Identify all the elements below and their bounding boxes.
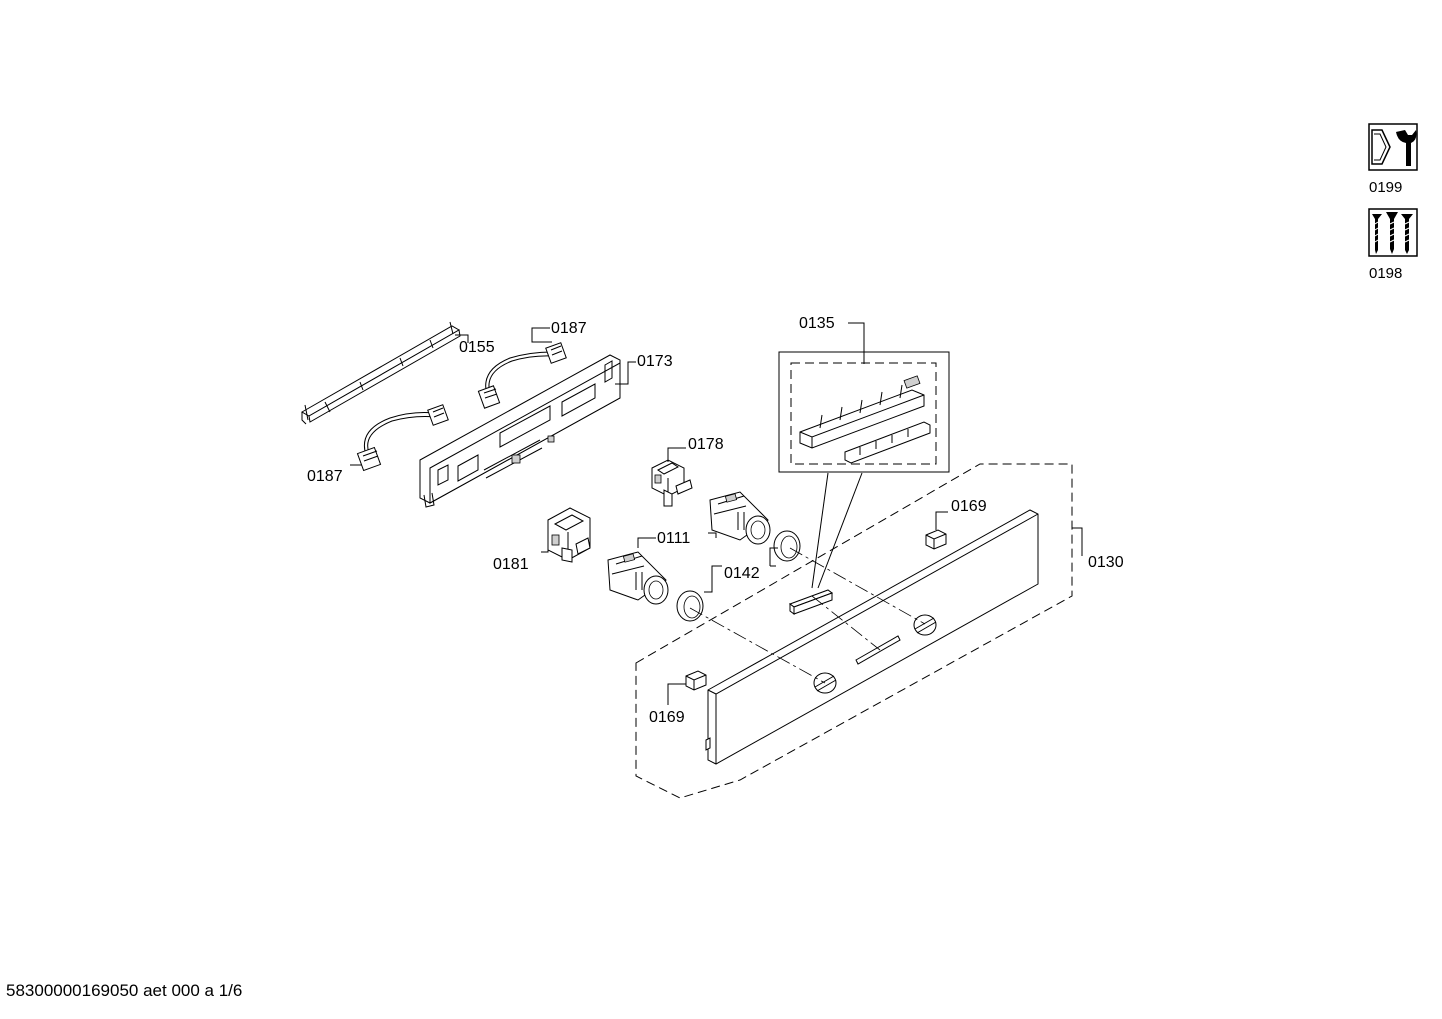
display-module	[799, 375, 931, 464]
part-label-0178: 0178	[688, 436, 724, 453]
screws-icon	[1368, 208, 1418, 257]
cable-harness-lower	[356, 404, 449, 472]
part-label-0181: 0181	[493, 556, 529, 573]
rotary-knob-upper	[709, 491, 771, 545]
part-label-0111: 0111	[657, 530, 690, 547]
part-label-0155: 0155	[459, 339, 495, 356]
wrench-icon-code: 0199	[1369, 179, 1402, 196]
wrench-icon	[1368, 123, 1418, 171]
switch-0181	[547, 507, 591, 563]
control-panel-assembly-outline	[635, 463, 1073, 799]
part-label-0169-bottom: 0169	[649, 709, 685, 726]
part-label-0169-top: 0169	[951, 498, 987, 515]
part-label-0142: 0142	[724, 565, 760, 582]
mounting-rail	[300, 321, 461, 425]
document-code: 58300000169050 aet 000 a 1/6	[6, 981, 243, 1000]
part-label-0187-bottom: 0187	[307, 468, 343, 485]
part-label-0135: 0135	[799, 315, 835, 332]
part-label-0130: 0130	[1088, 554, 1124, 571]
part-label-0187-top: 0187	[551, 320, 587, 337]
rotary-knob-lower	[607, 551, 669, 605]
knob-ring-upper	[773, 530, 801, 562]
part-label-0173: 0173	[637, 353, 673, 370]
clip-lower	[685, 670, 707, 691]
knob-ring-lower	[676, 590, 704, 622]
cable-harness-upper	[477, 342, 567, 409]
control-module-bracket	[419, 354, 621, 508]
switch-0178	[651, 459, 693, 507]
control-panel-front	[705, 509, 1039, 765]
screws-icon-code: 0198	[1369, 265, 1402, 282]
clip-upper	[925, 529, 947, 550]
display-connector	[788, 589, 834, 615]
